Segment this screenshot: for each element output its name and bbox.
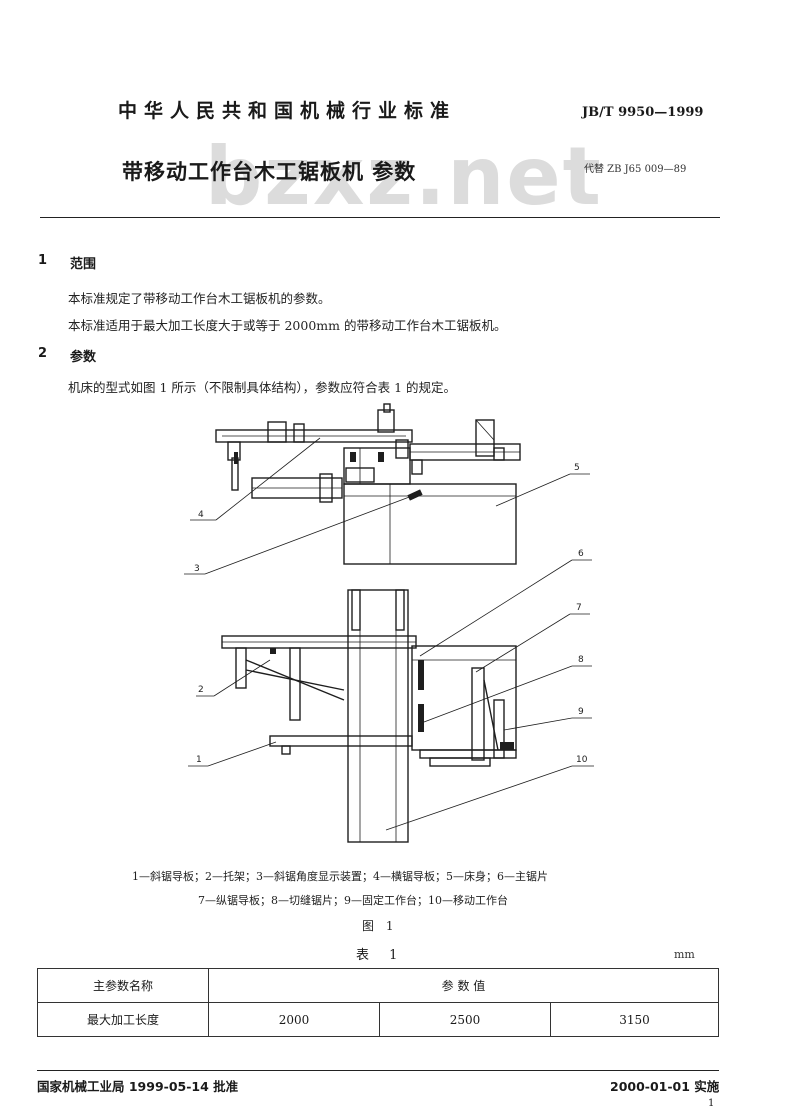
callout-9: 9 [578,707,584,717]
header-param-value: 参 数 值 [208,968,719,1003]
table-unit: mm [674,948,695,961]
section-1-paragraph-1: 本标准规定了带移动工作台木工锯板机的参数。 [68,291,331,306]
replaces-standard: 代替 ZB J65 009—89 [584,164,687,175]
callout-10: 10 [576,755,588,765]
watermark-text: bzxz.net [205,130,603,223]
section-2-number: 2 [38,346,48,361]
header-divider [40,217,720,218]
table-header-row: 主参数名称 参 数 值 [37,968,719,1003]
callout-1: 1 [196,755,202,765]
front-elevation-view [215,403,521,565]
callout-6: 6 [578,549,584,559]
callout-7: 7 [576,603,582,613]
section-1-number: 1 [38,253,48,268]
figure-caption: 图 1 [362,919,398,933]
figure-callouts: 4 3 5 6 7 8 9 10 2 1 [184,437,594,831]
figure-legend-line-2: 7—纵锯导板；8—切缝锯片；9—固定工作台；10—移动工作台 [198,894,508,907]
callout-4: 4 [198,510,204,520]
figure-legend-line-1: 1—斜锯导板；2—托架；3—斜锯角度显示装置；4—横锯导板；5—床身；6—主锯片 [132,870,548,883]
callout-3-front: 3 [194,564,200,574]
section-2-title: 参数 [70,350,97,365]
table-row: 最大加工长度 2000 2500 3150 [37,1002,719,1037]
table-title: 表 1 [356,948,406,963]
section-2-paragraph-1: 机床的型式如图 1 所示（不限制具体结构），参数应符合表 1 的规定。 [68,380,457,395]
callout-5: 5 [574,463,580,473]
section-1-title: 范围 [70,257,97,272]
row-param-name: 最大加工长度 [37,1002,209,1037]
header-param-name: 主参数名称 [37,968,209,1003]
footer-divider [37,1070,719,1071]
plan-view [221,589,517,843]
value-cell-2: 2500 [379,1002,551,1037]
machine-figure-drawing: 4 3 5 6 7 8 9 10 2 1 [184,403,594,843]
callout-8: 8 [578,655,584,665]
approval-info: 国家机械工业局 1999-05-14 批准 [37,1079,239,1094]
standard-number: JB/T 9950—1999 [582,105,704,120]
section-1-paragraph-2: 本标准适用于最大加工长度大于或等于 2000mm 的带移动工作台木工锯板机。 [68,318,507,333]
effective-date: 2000-01-01 实施 [610,1079,720,1094]
page-number: 1 [708,1098,715,1109]
value-cell-3: 3150 [550,1002,719,1037]
value-cell-1: 2000 [208,1002,380,1037]
parameter-table: 主参数名称 参 数 值 最大加工长度 2000 2500 3150 [37,968,719,1037]
standard-category: 中华人民共和国机械行业标准 [118,100,457,122]
document-title: 带移动工作台木工锯板机 参数 [122,160,417,184]
callout-2: 2 [198,685,204,695]
